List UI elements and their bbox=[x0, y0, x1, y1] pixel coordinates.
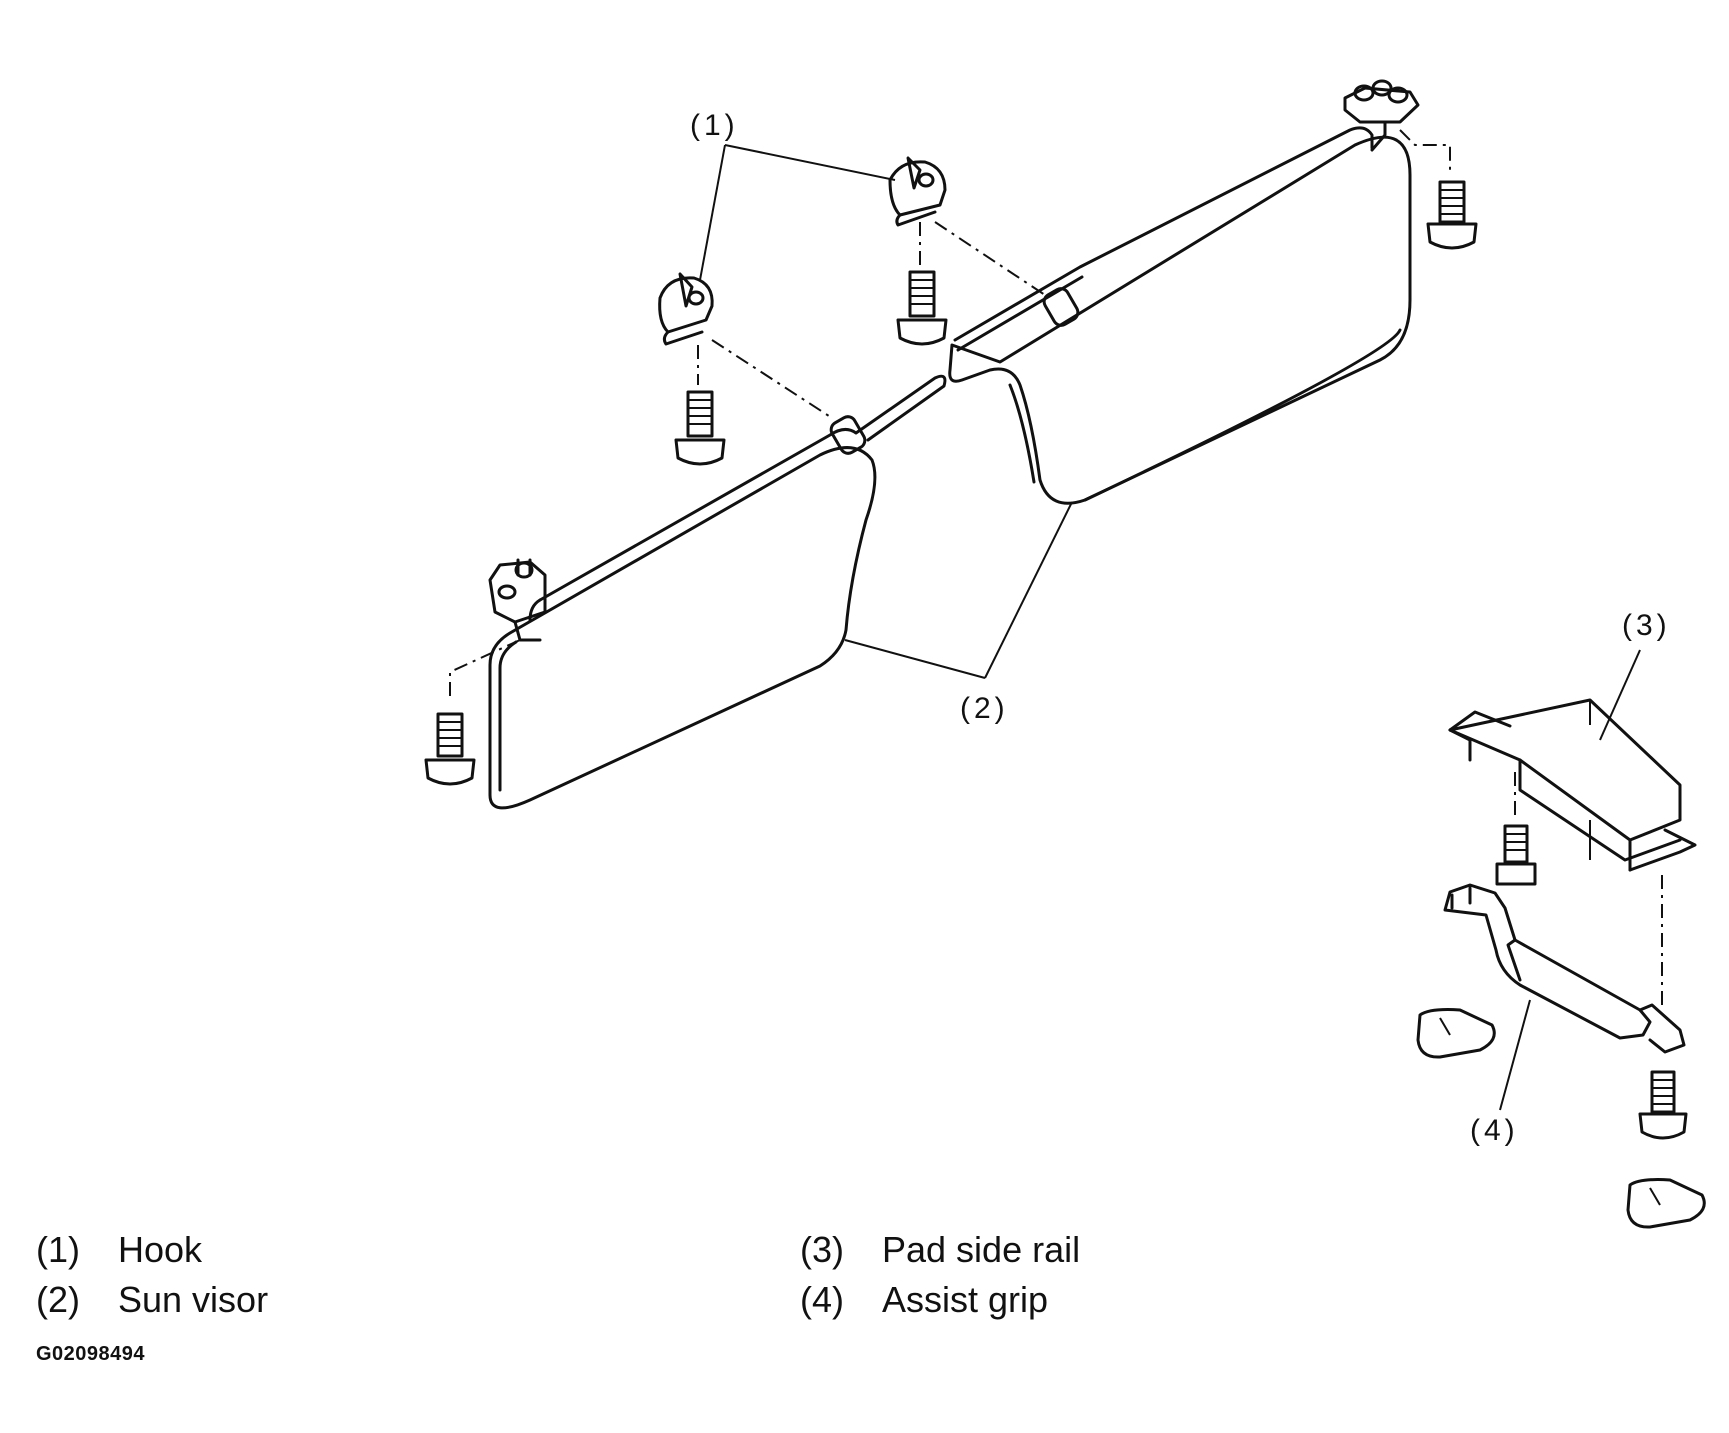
leader-pad-side-rail bbox=[1599, 649, 1641, 741]
legend-item-pad-side-rail: (3) Pad side rail bbox=[800, 1230, 1080, 1270]
leader-assist-grip bbox=[1499, 999, 1531, 1111]
right-bracket-axis bbox=[1399, 129, 1451, 175]
left-bracket-axis bbox=[449, 639, 521, 700]
legend-number: (2) bbox=[36, 1279, 80, 1320]
pad-side-rail bbox=[1448, 698, 1697, 872]
assist-grip bbox=[1443, 883, 1686, 1054]
hook-upper-screw bbox=[896, 270, 948, 346]
hook-upper bbox=[888, 156, 947, 227]
legend-item-sun-visor: (2) Sun visor bbox=[36, 1280, 268, 1320]
pad-rail-screw bbox=[1495, 824, 1537, 886]
leader-hook-upper bbox=[724, 144, 896, 181]
hook-upper-axis-diagonal bbox=[934, 221, 1046, 296]
legend-label: Assist grip bbox=[882, 1279, 1049, 1320]
grip-cover-cap-lower bbox=[1626, 1178, 1706, 1229]
hook-lower bbox=[658, 272, 714, 346]
leader-sun-visor-left bbox=[844, 639, 986, 679]
legend-number: (1) bbox=[36, 1229, 80, 1270]
legend-label: Hook bbox=[118, 1229, 203, 1270]
legend-label: Pad side rail bbox=[882, 1229, 1081, 1270]
callout-pad-side-rail: (3) bbox=[1622, 609, 1671, 642]
callout-hook: (1) bbox=[690, 109, 739, 142]
figure-id: G02098494 bbox=[36, 1343, 146, 1365]
legend-label: Sun visor bbox=[118, 1279, 269, 1320]
legend-number: (4) bbox=[800, 1279, 844, 1320]
right-bracket-screw bbox=[1426, 180, 1478, 250]
legend-item-assist-grip: (4) Assist grip bbox=[800, 1280, 1048, 1320]
callout-sun-visor: (2) bbox=[960, 692, 1009, 725]
callout-assist-grip: (4) bbox=[1470, 1114, 1519, 1147]
right-pivot-bracket bbox=[1343, 79, 1420, 152]
grip-cover-cap-upper bbox=[1416, 1008, 1496, 1059]
left-bracket-screw bbox=[424, 712, 476, 786]
leader-sun-visor-right bbox=[984, 501, 1073, 679]
grip-screw bbox=[1638, 1070, 1688, 1140]
hook-lower-screw bbox=[674, 390, 726, 466]
hook-lower-axis-diagonal bbox=[711, 339, 833, 419]
legend-number: (3) bbox=[800, 1229, 844, 1270]
leader-hook-lower bbox=[699, 144, 726, 281]
legend-item-hook: (1) Hook bbox=[36, 1230, 202, 1270]
right-sun-visor bbox=[948, 126, 1412, 505]
left-pivot-bracket bbox=[488, 558, 547, 642]
